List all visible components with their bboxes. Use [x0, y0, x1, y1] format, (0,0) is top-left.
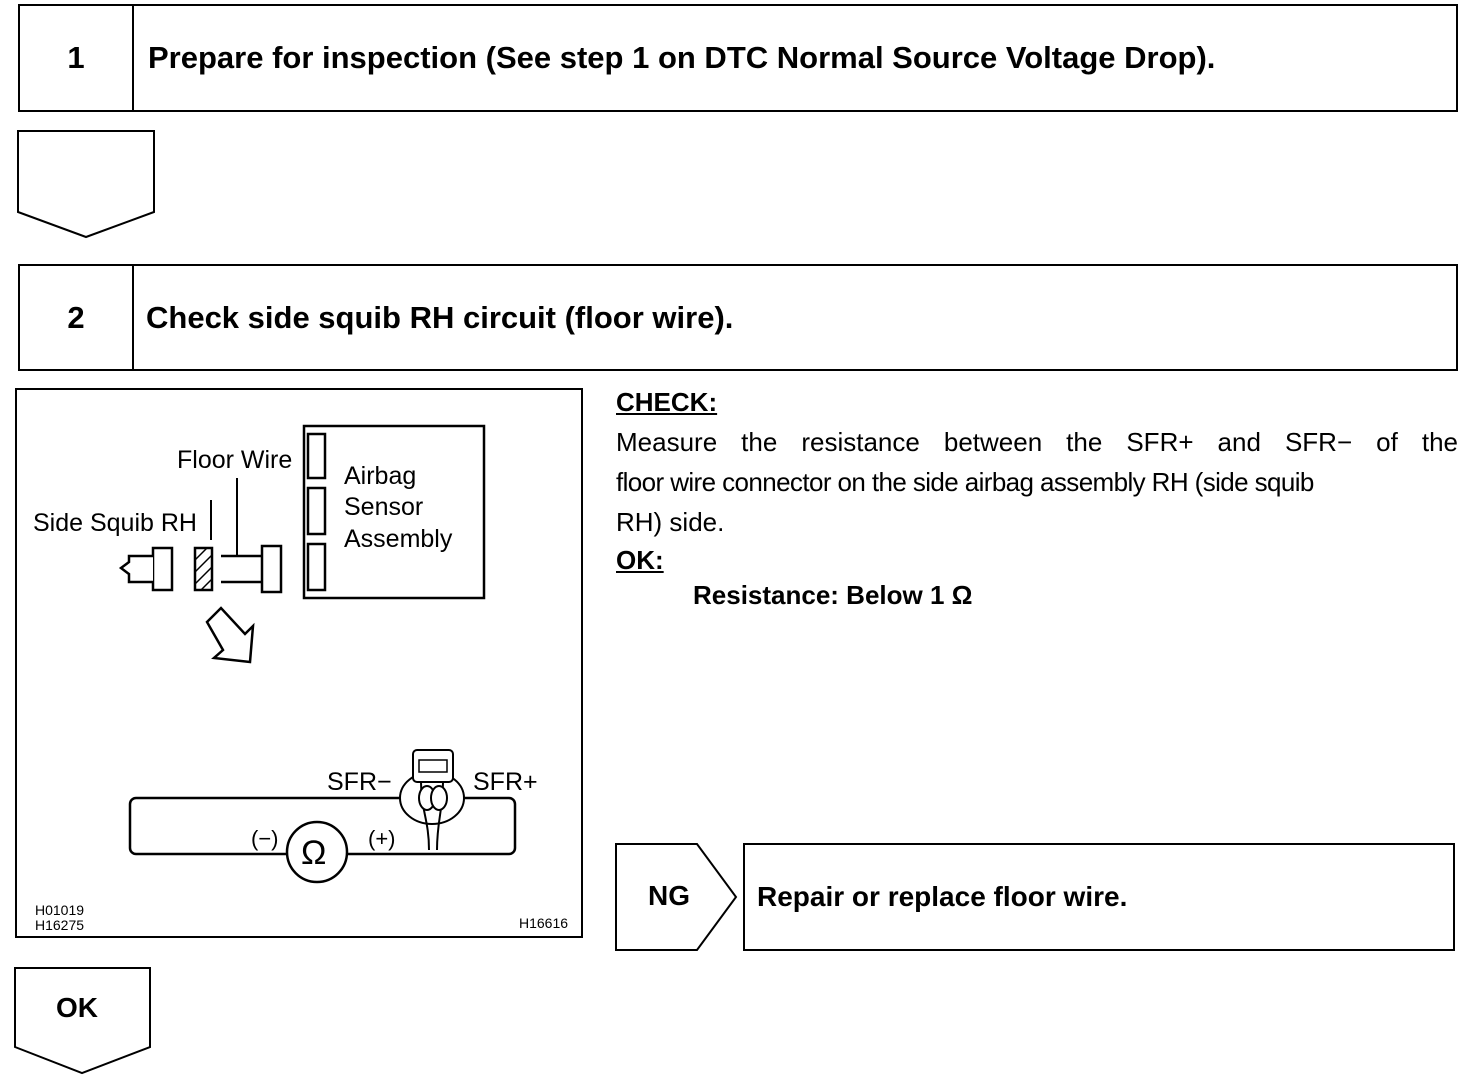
step-1-number: 1 — [20, 6, 134, 110]
sensor-connector-middle — [306, 486, 327, 536]
sensor-connector-bottom — [306, 542, 327, 592]
sfr-minus-label: SFR− — [327, 768, 392, 796]
check-line-3: RH) side. — [616, 507, 725, 537]
wiring-diagram: Floor Wire Side Squib RH Airbag Sensor A… — [15, 388, 583, 938]
step-1-title: Prepare for inspection (See step 1 on DT… — [148, 40, 1216, 75]
check-line-2: floor wire connector on the side airbag … — [616, 467, 1314, 497]
airbag-sensor-box — [302, 424, 486, 600]
direction-arrow — [205, 606, 255, 664]
side-squib-connector — [151, 546, 174, 592]
figure-code-1: H01019 — [35, 902, 85, 918]
airbag-label-2: Sensor — [344, 493, 424, 521]
down-arrow-icon — [17, 130, 155, 239]
sensor-connector-top — [306, 432, 327, 480]
positive-terminal-label: (+) — [368, 826, 396, 851]
ok-label: OK — [56, 992, 98, 1023]
airbag-label-1: Airbag — [344, 462, 417, 490]
ng-label: NG — [648, 880, 690, 911]
ohm-icon: Ω — [301, 834, 327, 872]
floor-wire-label: Floor Wire — [177, 446, 293, 474]
step-2-title: Check side squib RH circuit (floor wire)… — [146, 299, 734, 335]
diagram-drawing — [118, 424, 517, 884]
check-section: CHECK: Measure the resistance between th… — [616, 382, 1458, 578]
ohmmeter-circle — [285, 820, 349, 884]
step-2-number: 2 — [20, 266, 134, 369]
figure-code-2: H16275 — [35, 917, 85, 933]
negative-terminal-label: (−) — [251, 826, 279, 851]
sfr-plus-label: SFR+ — [473, 768, 538, 796]
ok-heading: OK: — [616, 545, 664, 575]
ng-arrow-icon — [615, 843, 738, 951]
step-1-box: 1 Prepare for inspection (See step 1 on … — [18, 4, 1458, 112]
floor-wire-connector-right — [260, 544, 283, 594]
ok-arrow-icon — [14, 967, 151, 1075]
resistance-result: Resistance: Below 1 Ω — [693, 580, 973, 610]
step-2-box: 2 Check side squib RH circuit (floor wir… — [18, 264, 1458, 371]
ng-action: Repair or replace floor wire. — [743, 843, 1455, 951]
airbag-label-3: Assembly — [344, 525, 453, 553]
figure-code-3: H16616 — [519, 915, 569, 931]
check-line-1: Measure the resistance between the SFR+ … — [616, 427, 1458, 457]
side-squib-label: Side Squib RH — [33, 509, 197, 537]
check-heading: CHECK: — [616, 387, 718, 417]
